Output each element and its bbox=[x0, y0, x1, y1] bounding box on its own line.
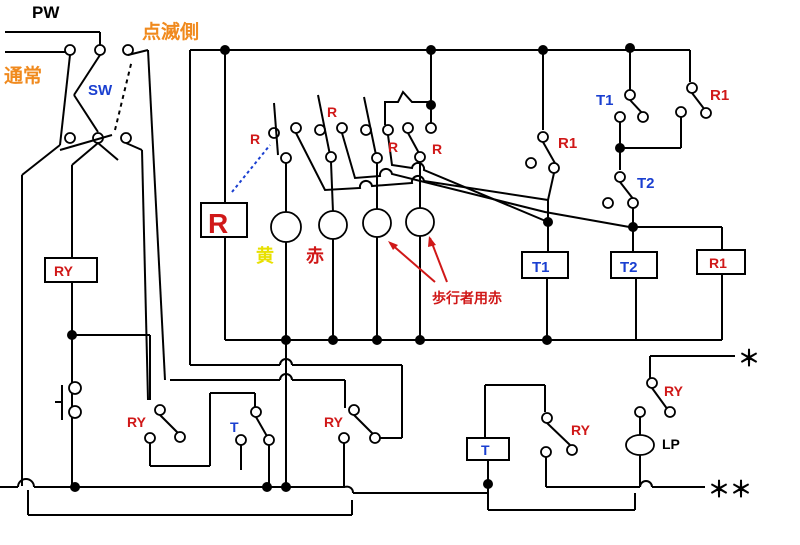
blink-side-label: 点滅側 bbox=[142, 20, 199, 43]
relay-r-contacts bbox=[268, 50, 638, 340]
t-box-label: T bbox=[481, 442, 490, 458]
t1-box-label: T1 bbox=[532, 259, 550, 276]
t-label-small: T bbox=[230, 419, 239, 435]
terminal-double-star-label: ＊＊ bbox=[708, 477, 752, 502]
r1-label-right: R1 bbox=[710, 87, 729, 104]
ry-box-label: RY bbox=[54, 263, 74, 279]
lp-label: LP bbox=[662, 436, 680, 452]
sw-label: SW bbox=[88, 82, 113, 99]
t2-box-label: T2 bbox=[620, 259, 638, 276]
r-label-3: R bbox=[388, 139, 398, 155]
pw-label: PW bbox=[32, 3, 60, 22]
r-big-label: R bbox=[208, 208, 228, 239]
timer-section bbox=[521, 48, 746, 340]
bottom-bus bbox=[0, 478, 470, 516]
r-label-4: R bbox=[432, 141, 442, 157]
normal-label: 通常 bbox=[4, 64, 42, 87]
r-label-1: R bbox=[250, 131, 260, 147]
power-switch-section bbox=[5, 31, 166, 486]
red-lamp-label: 赤 bbox=[306, 246, 324, 266]
r1-label-top: R1 bbox=[558, 135, 577, 152]
lower-relay-contacts bbox=[144, 49, 690, 487]
lower-right-section bbox=[466, 355, 735, 511]
r1-box-label: R1 bbox=[709, 255, 727, 271]
ry-label-b: RY bbox=[324, 414, 344, 430]
yellow-lamp-label: 黄 bbox=[256, 245, 274, 266]
ry-label-a: RY bbox=[127, 414, 147, 430]
pedestrian-red-label: 歩行者用赤 bbox=[432, 290, 502, 306]
pedestrian-arrows bbox=[388, 236, 448, 283]
terminal-star-label: ＊ bbox=[738, 346, 760, 371]
t2-label-top: T2 bbox=[637, 175, 655, 192]
r-label-2: R bbox=[327, 104, 337, 120]
main-frame bbox=[200, 43, 722, 345]
t1-label-top: T1 bbox=[596, 92, 614, 109]
ry-label-c: RY bbox=[571, 422, 591, 438]
ry-label-d: RY bbox=[664, 383, 684, 399]
